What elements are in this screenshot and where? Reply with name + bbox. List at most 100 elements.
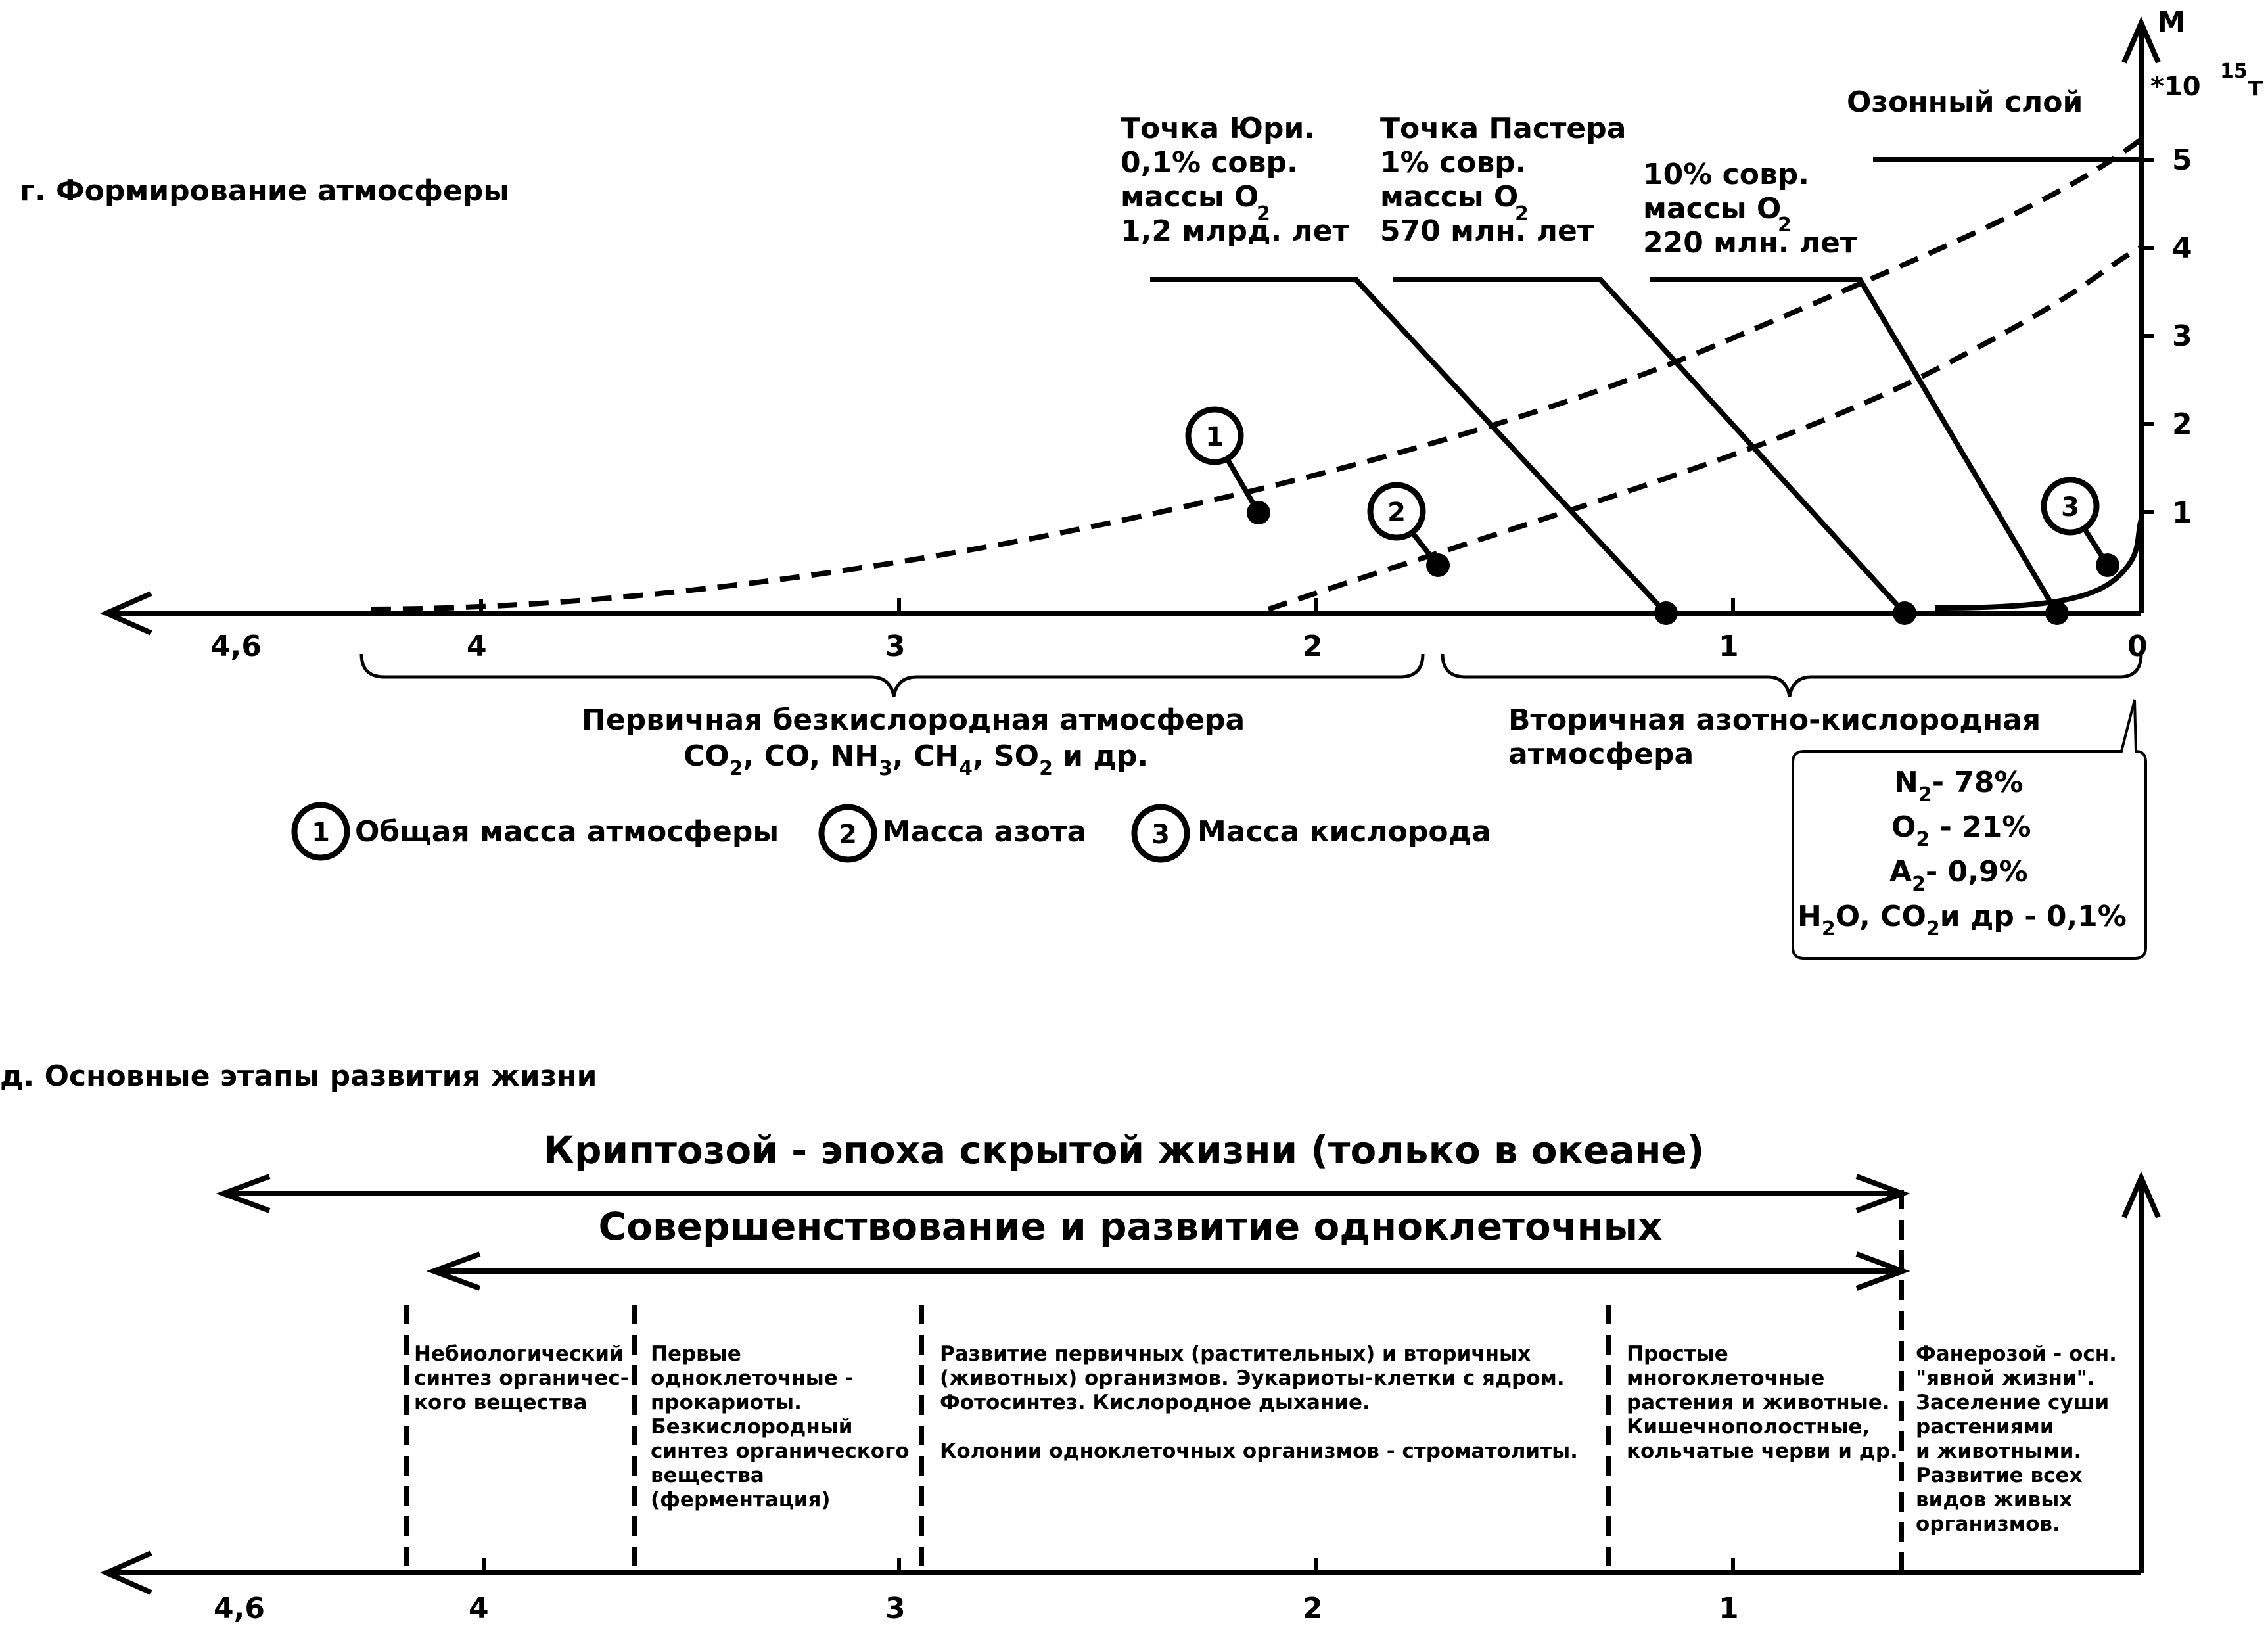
x-tick-label: 4,6 [210, 630, 262, 663]
stage-text-line: Заселение суши [1916, 1391, 2109, 1414]
x-tick-label: 2 [1303, 1592, 1323, 1625]
stage-text-line: растениями [1916, 1415, 2054, 1439]
secondary-line-1: Вторичная азотно-кислородная [1508, 703, 2041, 737]
legend-number: 1 [312, 818, 330, 848]
legend-number: 2 [839, 820, 857, 850]
ten-percent-label: 10% совр. массы O 2 220 млн. лет [1643, 158, 1857, 260]
legend-label: Масса азота [882, 815, 1086, 849]
legend-number: 3 [1151, 820, 1170, 850]
o2-line: O2 - 21% [1891, 810, 2031, 851]
legend-item-total-mass: 1 Общая масса атмосферы [291, 802, 779, 861]
ten-line-2: массы O [1643, 192, 1781, 225]
urey-point-dot [1654, 601, 1678, 625]
y-tick-label: 1 [2172, 496, 2192, 530]
stage-separators [404, 1190, 1904, 1571]
secondary-atmosphere-brace [1441, 653, 2143, 697]
atmosphere-y-tick-labels: 1 2 3 4 5 [2172, 143, 2192, 530]
marker-nitrogen-mass: 2 [1367, 482, 1450, 577]
secondary-atmosphere-label: Вторичная азотно-кислородная атмосфера [1508, 703, 2041, 771]
stage-text-line: Простые [1627, 1342, 1728, 1366]
stage-text-line: Колонии одноклеточных организмов - стром… [940, 1439, 1578, 1463]
stage-text-line: Фотосинтез. Кислородное дыхание. [940, 1391, 1370, 1414]
ten-line-2-sub: 2 [1778, 214, 1792, 237]
stage-text-line: синтез органического [651, 1439, 910, 1463]
urey-line-1: Точка Юри. [1121, 112, 1315, 145]
unit-suffix: т [2248, 72, 2263, 102]
marker-number: 2 [1387, 498, 1406, 528]
stage-text-line: организмов. [1916, 1512, 2060, 1536]
stage-text-line: (ферментация) [651, 1488, 831, 1512]
marker-number: 3 [2061, 492, 2079, 523]
stage-text-line: кого вещества [414, 1391, 587, 1414]
primary-title: Первичная безкислородная атмосфера [582, 703, 1245, 737]
legend-item-oxygen-mass: 3 Масса кислорода [1131, 804, 1491, 863]
cryptozoic-label: Криптозой - эпоха скрытой жизни (только … [544, 1128, 1705, 1173]
urey-line-4: 1,2 млрд. лет [1121, 214, 1350, 248]
stage-text-line: одноклеточные - [651, 1366, 854, 1390]
y-axis-unit: *10 15 т [2150, 60, 2263, 102]
ten-line-1: 10% совр. [1643, 158, 1809, 191]
ten-percent-leader [1650, 277, 2060, 615]
stage-text-line: Развитие всех [1916, 1464, 2083, 1487]
x-tick-label: 1 [1719, 1592, 1739, 1625]
stage-text-line: Кишечнополостные, [1627, 1415, 1870, 1439]
urey-line-3: массы O [1121, 180, 1259, 214]
legend-item-nitrogen-mass: 2 Масса азота [818, 804, 1086, 863]
primary-atmosphere-brace [359, 653, 1425, 697]
pasteur-line-4: 570 млн. лет [1380, 214, 1594, 248]
y-tick-label: 5 [2172, 143, 2192, 177]
unicellular-label: Совершенствование и развитие одноклеточн… [599, 1204, 1663, 1249]
ten-percent-dot [2045, 601, 2069, 625]
secondary-line-2: атмосфера [1508, 737, 1694, 771]
oxygen-mass-curve [1935, 518, 2144, 611]
stage-text-line: Небиологический [414, 1342, 624, 1366]
stage-text-line: Безкислородный [651, 1415, 853, 1439]
y-tick-label: 3 [2172, 319, 2192, 353]
stage-text-line: вещества [651, 1464, 764, 1487]
total-mass-curve [371, 137, 2143, 612]
stage-text-line: прокариоты. [651, 1391, 802, 1414]
pasteur-line-3: массы O [1380, 180, 1518, 214]
atmosphere-section-title: г. Формирование атмосферы [20, 174, 509, 208]
stage-text-line: растения и животные. [1627, 1391, 1890, 1414]
urey-point-label: Точка Юри. 0,1% совр. массы O 2 1,2 млрд… [1121, 112, 1350, 248]
pasteur-line-2: 1% совр. [1380, 146, 1526, 179]
n2-line: N2- 78% [1894, 766, 2024, 806]
h2o-line: H2O, CO2и др - 0,1% [1797, 900, 2127, 941]
primary-formula: CO2, CO, NH3, CH4, SO2 и др. [683, 739, 1148, 780]
composition-callout [1792, 699, 2147, 960]
x-tick-label: 3 [885, 1592, 906, 1625]
urey-line-3-sub: 2 [1257, 202, 1270, 225]
ozone-layer-label: Озонный слой [1847, 85, 2083, 119]
stage-text-line: многоклеточные [1627, 1366, 1824, 1390]
pasteur-point-dot [1893, 601, 1916, 625]
urey-line-2: 0,1% совр. [1121, 146, 1298, 179]
pasteur-point-leader [1393, 277, 1907, 615]
ten-line-3: 220 млн. лет [1643, 226, 1857, 260]
atmosphere-x-axis [100, 591, 2141, 636]
nitrogen-mass-curve [1267, 244, 2142, 612]
stage-phanerozoic: Фанерозой - осн."явной жизни".Заселение … [1916, 1342, 2117, 1536]
y-axis-label: M [2157, 5, 2186, 39]
x-tick-label: 2 [1303, 630, 1323, 663]
x-tick-label: 1 [1719, 630, 1739, 663]
pasteur-line-3-sub: 2 [1515, 202, 1529, 225]
stage-text-line: (животных) организмов. Эукариоты-клетки … [940, 1366, 1565, 1390]
unit-exponent: 15 [2220, 60, 2248, 83]
stage-text-line: Фанерозой - осн. [1916, 1342, 2117, 1366]
x-tick-label: 3 [885, 630, 906, 663]
x-tick-label: 4 [467, 630, 487, 663]
marker-number: 1 [1205, 422, 1224, 452]
stage-text-line: Развитие первичных (растительных) и втор… [940, 1342, 1531, 1366]
legend-label: Общая масса атмосферы [355, 815, 779, 849]
stage-text-line: видов живых [1916, 1488, 2072, 1512]
pasteur-point-label: Точка Пастера 1% совр. массы O 2 570 млн… [1380, 112, 1626, 248]
unicellular-arrow [426, 1251, 1910, 1291]
stage-eukaryotes: Развитие первичных (растительных) и втор… [940, 1342, 1578, 1463]
composition-text: N2- 78% O2 - 21% A2- 0,9% H2O, CO2и др -… [1797, 766, 2127, 941]
stage-text-line: и животными. [1916, 1439, 2081, 1463]
